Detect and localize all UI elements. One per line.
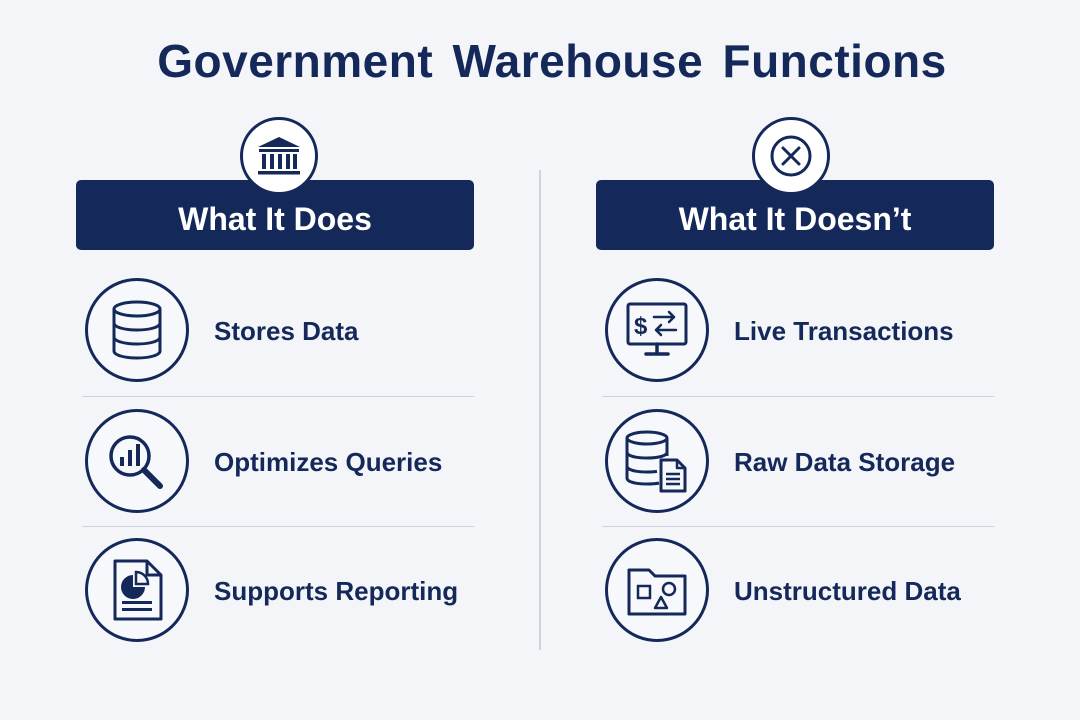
row-divider bbox=[602, 396, 994, 397]
row-divider bbox=[82, 396, 474, 397]
row-divider bbox=[82, 526, 474, 527]
column-divider bbox=[539, 170, 541, 650]
database-icon bbox=[85, 278, 189, 382]
x-circle-icon bbox=[752, 117, 830, 195]
report-document-icon bbox=[85, 538, 189, 642]
item-label: Raw Data Storage bbox=[734, 447, 956, 477]
government-building-icon bbox=[240, 117, 318, 195]
item-label: Live Transactions bbox=[734, 316, 954, 346]
database-file-icon bbox=[605, 409, 709, 513]
list-item-optimizes-queries: Optimizes Queries bbox=[82, 409, 474, 539]
list-item-live-transactions: $ Live Transactions bbox=[602, 278, 994, 408]
list-item-unstructured-data: Unstructured Data bbox=[602, 538, 994, 668]
list-item-raw-data-storage: Raw Data Storage bbox=[602, 409, 994, 539]
svg-text:$: $ bbox=[634, 313, 648, 340]
item-label: Optimizes Queries bbox=[214, 447, 443, 477]
item-label: Stores Data bbox=[214, 316, 359, 346]
page-title: Government Warehouse Functions bbox=[157, 35, 947, 87]
list-item-supports-reporting: Supports Reporting bbox=[82, 538, 474, 668]
item-label: Supports Reporting bbox=[214, 576, 459, 606]
folder-shapes-icon bbox=[605, 538, 709, 642]
doesnt-column: What It Doesn’t $ Live Transactions bbox=[596, 0, 996, 720]
chart-magnifier-icon bbox=[85, 409, 189, 513]
item-label: Unstructured Data bbox=[734, 576, 961, 606]
monitor-dollar-icon: $ bbox=[605, 278, 709, 382]
does-column: What It Does Stores Data Optimizes Queri… bbox=[76, 0, 476, 720]
list-item-stores-data: Stores Data bbox=[82, 278, 474, 408]
row-divider bbox=[602, 526, 994, 527]
